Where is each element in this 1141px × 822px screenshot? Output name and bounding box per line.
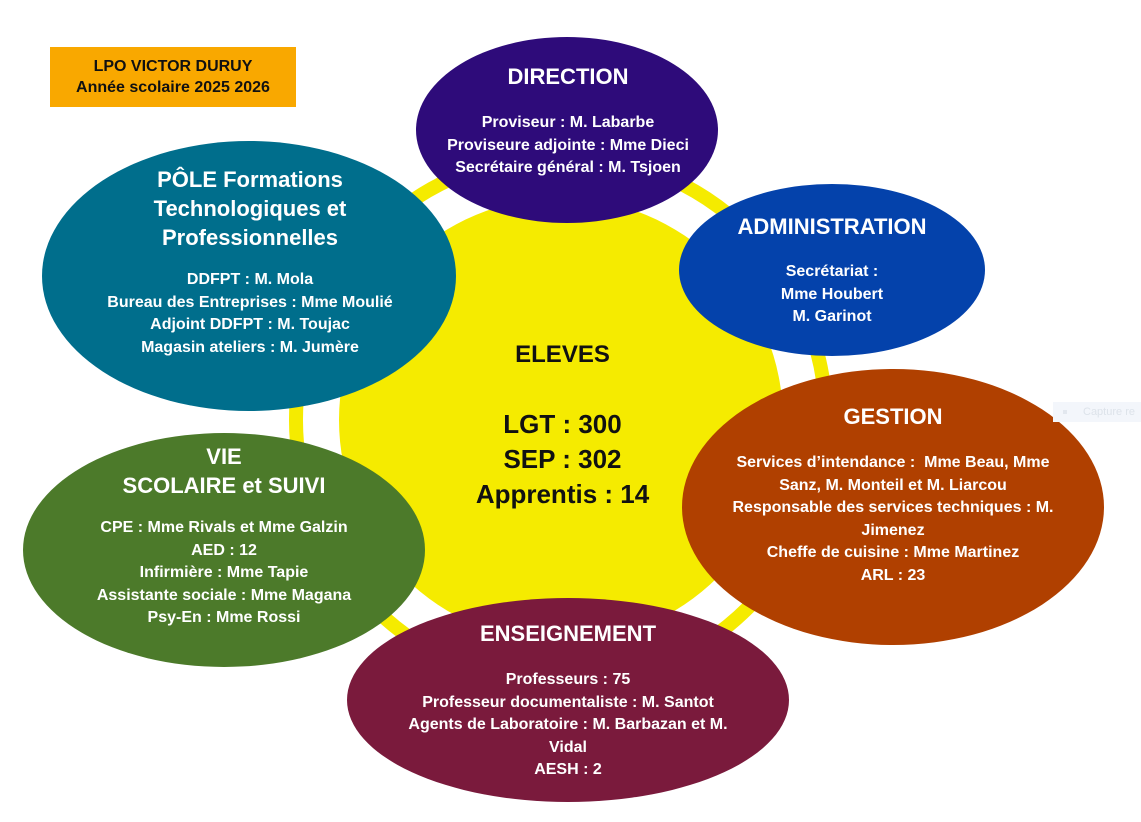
eleves-stat-sep: SEP : 302	[503, 444, 622, 474]
pole-line: Magasin ateliers : M. Jumère	[141, 338, 359, 356]
pole-title-line: Technologiques et	[153, 196, 347, 221]
node-vie-scolaire: VIE SCOLAIRE et SUIVI CPE : Mme Rivals e…	[34, 442, 414, 630]
node-gestion: GESTION Services d’intendance : Mme Beau…	[693, 402, 1093, 587]
pole-title-line: Professionnelles	[161, 225, 339, 250]
vie-scolaire-line: Assistante sociale : Mme Magana	[96, 586, 352, 604]
vie-scolaire-line: Infirmière : Mme Tapie	[139, 564, 309, 581]
administration-line: M. Garinot	[792, 308, 872, 325]
node-enseignement: ENSEIGNEMENT Professeurs : 75 Professeur…	[358, 619, 778, 782]
direction-line: Proviseur : M. Labarbe	[481, 114, 655, 131]
ellipse-enseignement	[347, 598, 789, 802]
gestion-line: Services d’intendance : Mme Beau, Mme	[736, 454, 1050, 471]
enseignement-title: ENSEIGNEMENT	[479, 621, 657, 646]
direction-line: Secrétaire général : M. Tsjoen	[455, 159, 681, 176]
administration-line: Mme Houbert	[780, 285, 884, 303]
enseignement-line: AESH : 2	[534, 761, 602, 778]
eleves-title: ELEVES	[515, 341, 610, 368]
enseignement-line: Professeur documentaliste : M. Santot	[422, 693, 714, 711]
pole-line: Adjoint DDFPT : M. Toujac	[150, 316, 350, 333]
ellipse-gestion	[682, 369, 1104, 645]
capture-overlay-tab[interactable]: Capture re	[1053, 402, 1141, 422]
vie-scolaire-title-line: VIE	[206, 444, 242, 469]
ellipse-pole	[42, 141, 456, 411]
administration-title: ADMINISTRATION	[737, 214, 927, 239]
capture-label: Capture re	[1083, 406, 1135, 418]
center-disc	[339, 198, 783, 642]
enseignement-line: Vidal	[549, 738, 587, 756]
school-name: LPO VICTOR DURUY	[93, 58, 253, 75]
gestion-line: Cheffe de cuisine : Mme Martinez	[766, 544, 1020, 561]
vie-scolaire-line: CPE : Mme Rivals et Mme Galzin	[100, 519, 348, 536]
node-administration: ADMINISTRATION Secrétariat : Mme Houbert…	[690, 212, 974, 329]
administration-line: Secrétariat :	[785, 263, 879, 280]
school-title-badge: LPO VICTOR DURUY Année scolaire 2025 202…	[50, 47, 296, 107]
vie-scolaire-line: Psy-En : Mme Rossi	[147, 609, 301, 626]
eleves-stat-lgt: LGT : 300	[503, 409, 622, 439]
pole-line: Bureau des Entreprises : Mme Moulié	[107, 293, 393, 311]
gestion-line: Responsable des services techniques : M.	[732, 499, 1054, 516]
ellipse-direction	[416, 37, 718, 223]
direction-line: Proviseure adjointe : Mme Dieci	[447, 136, 689, 154]
node-pole-formations: PÔLE Formations Technologiques et Profes…	[60, 165, 440, 359]
capture-dot-icon	[1063, 410, 1067, 414]
vie-scolaire-title-line: SCOLAIRE et SUIVI	[122, 473, 326, 498]
ellipse-administration	[679, 184, 985, 356]
ellipse-vie-scolaire	[23, 433, 425, 667]
gestion-line: Jimenez	[861, 521, 925, 539]
gestion-line: Sanz, M. Monteil et M. Liarcou	[779, 476, 1007, 494]
eleves-stat-apprentis: Apprentis : 14	[475, 479, 650, 509]
pole-line: DDFPT : M. Mola	[186, 271, 314, 288]
enseignement-line: Professeurs : 75	[505, 671, 631, 688]
direction-title: DIRECTION	[507, 64, 629, 89]
eleves-block: ELEVES LGT : 300 SEP : 302 Apprentis : 1…	[440, 338, 685, 512]
node-direction: DIRECTION Proviseur : M. Labarbe Provise…	[420, 62, 716, 180]
pole-title-line: PÔLE Formations	[157, 167, 343, 192]
vie-scolaire-line: AED : 12	[191, 541, 257, 559]
enseignement-line: Agents de Laboratoire : M. Barbazan et M…	[408, 716, 728, 733]
gestion-line: ARL : 23	[860, 566, 926, 584]
gestion-title: GESTION	[843, 404, 943, 429]
school-year: Année scolaire 2025 2026	[76, 79, 270, 96]
